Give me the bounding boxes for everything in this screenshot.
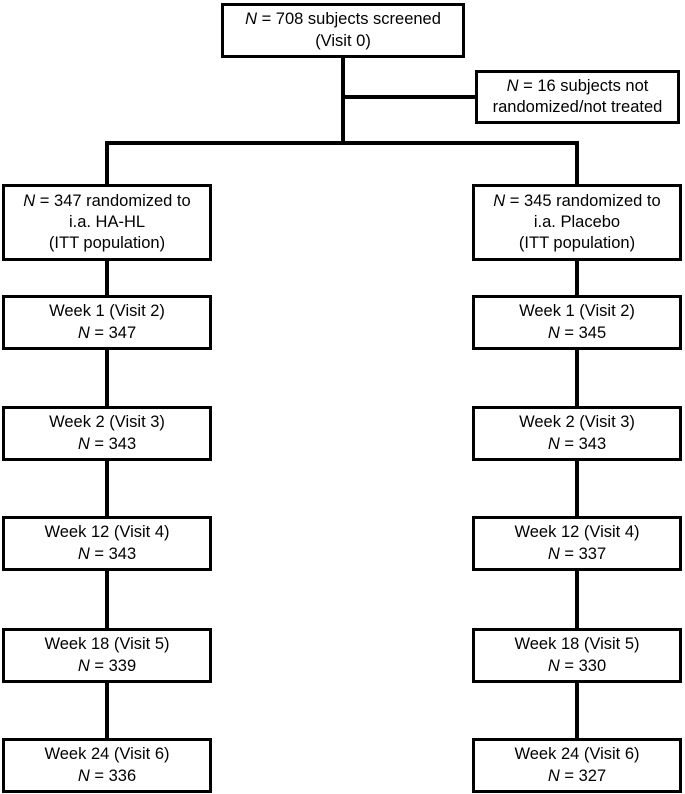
node-arm-placebo-line-3: (ITT population) [518, 234, 636, 253]
visit-count-value: = 345 [559, 323, 607, 342]
visit-count: N = 343 [78, 544, 136, 565]
visit-label: Week 1 (Visit 2) [49, 302, 165, 321]
visit-count: N = 339 [78, 656, 136, 677]
node-arm-ha-hl: N = 347 randomized to i.a. HA-HL (ITT po… [2, 184, 212, 261]
node-screened-line-1: N = 708 subjects screened [245, 9, 441, 30]
connector-left-3 [105, 457, 109, 518]
visit-count-value: = 343 [559, 434, 607, 453]
node-left-week-12: Week 12 (Visit 4) N = 343 [2, 516, 212, 571]
connector-split-bar [105, 141, 579, 145]
node-arm-placebo: N = 345 randomized to i.a. Placebo (ITT … [472, 184, 682, 261]
italic-n: N [506, 76, 519, 95]
visit-count-value: = 330 [559, 656, 607, 675]
visit-count-value: = 347 [89, 323, 137, 342]
visit-count: N = 327 [548, 766, 606, 787]
node-right-week-18: Week 18 (Visit 5) N = 330 [472, 628, 682, 683]
connector-right-1 [575, 258, 579, 296]
node-arm-placebo-line-2: i.a. Placebo [533, 212, 621, 231]
node-arm-placebo-line-1: N = 345 randomized to [493, 191, 660, 212]
node-right-week-2: Week 2 (Visit 3) N = 343 [472, 406, 682, 461]
connector-excluded-branch [341, 95, 477, 99]
italic-n: N [547, 656, 560, 675]
visit-count: N = 330 [548, 656, 606, 677]
connector-left-4 [105, 568, 109, 630]
visit-label: Week 12 (Visit 4) [44, 523, 170, 542]
connector-right-2 [575, 347, 579, 408]
connector-screened-trunk [341, 55, 345, 145]
italic-n: N [77, 544, 90, 563]
node-left-week-18: Week 18 (Visit 5) N = 339 [2, 628, 212, 683]
visit-count-value: = 337 [559, 544, 607, 563]
visit-count: N = 336 [78, 766, 136, 787]
visit-label: Week 24 (Visit 6) [44, 745, 170, 764]
node-left-week-24: Week 24 (Visit 6) N = 336 [2, 738, 212, 793]
italic-n: N [547, 544, 560, 563]
connector-left-2 [105, 347, 109, 408]
node-screened-line-2: (Visit 0) [315, 31, 371, 50]
italic-n: N [77, 766, 90, 785]
node-excluded-line-1-rest: = 16 subjects not [518, 76, 649, 95]
connector-right-4 [575, 568, 579, 630]
node-screened: N = 708 subjects screened (Visit 0) [221, 3, 465, 58]
connector-left-arm-drop [105, 141, 109, 186]
node-arm-ha-hl-line-3: (ITT population) [48, 234, 166, 253]
node-arm-placebo-line-1-rest: = 345 randomized to [505, 191, 661, 210]
node-left-week-2: Week 2 (Visit 3) N = 343 [2, 406, 212, 461]
italic-n: N [23, 191, 36, 210]
italic-n: N [77, 656, 90, 675]
visit-count-value: = 327 [559, 766, 607, 785]
node-arm-ha-hl-line-1: N = 347 randomized to [23, 191, 190, 212]
node-arm-ha-hl-line-2: i.a. HA-HL [68, 212, 146, 231]
visit-count: N = 347 [78, 323, 136, 344]
visit-label: Week 2 (Visit 3) [49, 413, 165, 432]
visit-count: N = 343 [78, 434, 136, 455]
visit-count-value: = 336 [89, 766, 137, 785]
visit-label: Week 18 (Visit 5) [44, 635, 170, 654]
visit-count-value: = 339 [89, 656, 137, 675]
node-right-week-12: Week 12 (Visit 4) N = 337 [472, 516, 682, 571]
connector-right-arm-drop [575, 141, 579, 186]
italic-n: N [547, 434, 560, 453]
connector-left-5 [105, 679, 109, 740]
visit-label: Week 18 (Visit 5) [514, 635, 640, 654]
node-excluded-line-1: N = 16 subjects not [507, 76, 649, 97]
italic-n: N [77, 323, 90, 342]
italic-n: N [77, 434, 90, 453]
node-left-week-1: Week 1 (Visit 2) N = 347 [2, 295, 212, 350]
node-arm-ha-hl-line-1-rest: = 347 randomized to [35, 191, 191, 210]
italic-n: N [547, 323, 560, 342]
node-right-week-1: Week 1 (Visit 2) N = 345 [472, 295, 682, 350]
italic-n: N [245, 10, 257, 29]
connector-right-3 [575, 457, 579, 518]
visit-count: N = 345 [548, 323, 606, 344]
visit-label: Week 12 (Visit 4) [514, 523, 640, 542]
node-excluded: N = 16 subjects not randomized/not treat… [475, 70, 680, 124]
connector-left-1 [105, 258, 109, 296]
connector-right-5 [575, 679, 579, 740]
visit-count-value: = 343 [89, 544, 137, 563]
visit-label: Week 2 (Visit 3) [519, 413, 635, 432]
node-right-week-24: Week 24 (Visit 6) N = 327 [472, 738, 682, 793]
node-excluded-line-2: randomized/not treated [492, 98, 663, 116]
italic-n: N [493, 191, 506, 210]
visit-count-value: = 343 [89, 434, 137, 453]
visit-label: Week 24 (Visit 6) [514, 745, 640, 764]
visit-count: N = 343 [548, 434, 606, 455]
visit-label: Week 1 (Visit 2) [519, 302, 635, 321]
italic-n: N [547, 766, 560, 785]
visit-count: N = 337 [548, 544, 606, 565]
node-screened-line-1-rest: = 708 subjects screened [257, 10, 441, 29]
